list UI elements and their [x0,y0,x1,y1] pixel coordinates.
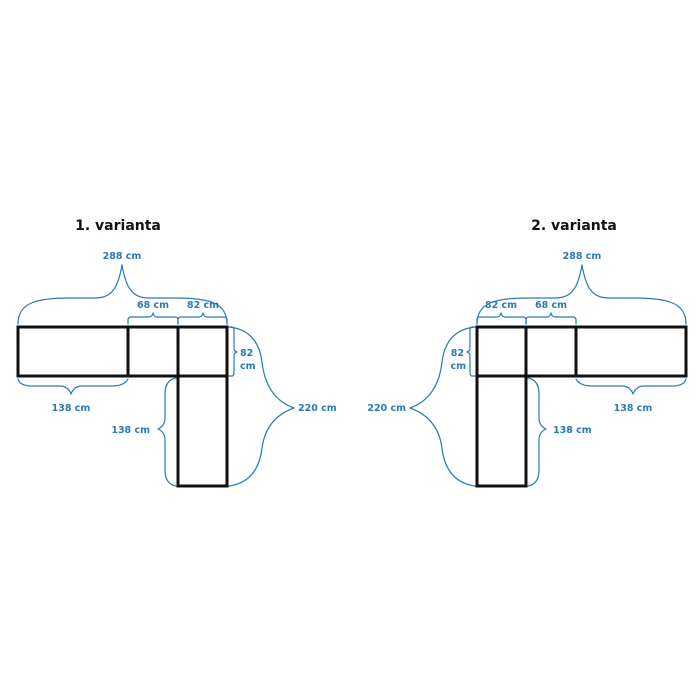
variant-1-dim-long: 138 cm [52,403,91,414]
variant-1-brace-chaise [157,377,177,487]
variant-1-dim-seat: 68 cm [137,300,169,311]
variant-2-title: 2. varianta [531,218,617,234]
variant-1-sofa [16,325,229,488]
variant-1-brace-overall-width [17,264,228,325]
variant-1-brace-long [17,378,129,395]
variant-2-sofa [475,325,688,488]
variant-2-dim-depth-b: cm [450,361,466,372]
variant-1-dim-overall-width: 288 cm [103,251,142,262]
variant-1-chaise-module [176,374,229,488]
variant-2-chaise-module [475,374,528,488]
variant-2-long-module [574,325,688,378]
variant-2-brace-chaise [527,377,547,487]
variant-1-brace-corner [177,312,228,325]
variant-1-dim-corner: 82 cm [187,300,219,311]
variant-2-dim-seat: 68 cm [535,300,567,311]
variant-1-dim-overall-depth: 220 cm [298,403,337,414]
variant-2-brace-corner [476,312,527,325]
variant-2-dim-overall-width: 288 cm [563,251,602,262]
variant-1-brace-seat [127,312,179,325]
variant-1-title: 1. varianta [75,218,161,234]
variant-2-brace-overall-width [476,264,687,325]
variant-2-dim-chaise: 138 cm [553,425,592,436]
variant-2-dim-overall-depth: 220 cm [367,403,406,414]
variant-2-brace-long [575,378,687,395]
variant-2-dim-depth-a: 82 [451,348,464,359]
variant-2: 2. varianta 288 cm 82 cm 68 cm 82 cm 138… [367,218,688,488]
variant-2-dim-corner: 82 cm [485,300,517,311]
variant-1-dim-depth-a: 82 [240,348,253,359]
variant-2-brace-overall-depth [409,326,476,487]
variant-1-dim-depth-b: cm [240,361,256,372]
variant-1-brace-depth [228,326,238,377]
variant-1-brace-overall-depth [228,326,295,487]
variant-1-dim-chaise: 138 cm [111,425,150,436]
variant-2-brace-depth [466,326,476,377]
variant-1: 1. varianta 288 cm 68 cm 82 cm 82 cm 138… [16,218,337,488]
variant-2-dim-long: 138 cm [614,403,653,414]
variant-2-brace-seat [525,312,577,325]
